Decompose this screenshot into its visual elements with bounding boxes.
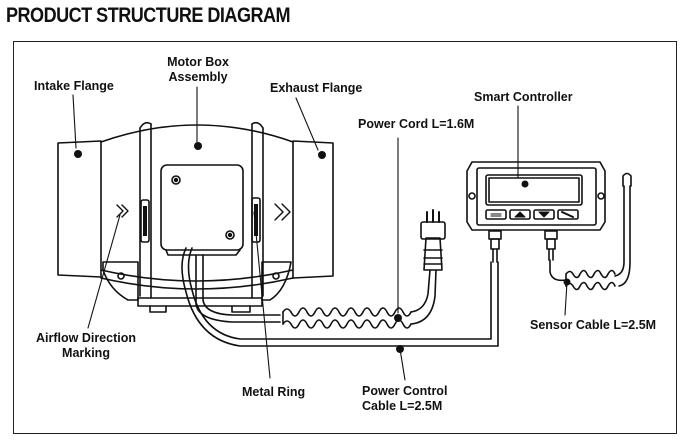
airflow-direction-label-line2: Marking	[62, 346, 110, 360]
intake-flange-shape	[57, 140, 102, 278]
airflow-direction-label-line1: Airflow Direction	[35, 331, 136, 345]
sensor-cable-label: Sensor Cable L=2.5M	[530, 318, 657, 332]
smart-controller-unit	[466, 161, 606, 263]
power-cord-label: Power Cord L=1.6M	[358, 117, 475, 131]
motor-box	[160, 164, 244, 256]
airflow-arrow-left	[116, 204, 129, 218]
power-plug	[420, 209, 446, 271]
metal-ring-label: Metal Ring	[242, 385, 306, 399]
power-control-cable-label-line1: Power Control	[362, 384, 448, 398]
airflow-direction-label: Airflow Direction Marking	[22, 331, 150, 361]
controller-display	[485, 174, 583, 206]
motor-box-label: Motor Box Assembly	[158, 55, 238, 85]
power-cord	[195, 254, 437, 329]
diagram-title: PRODUCT STRUCTURE DIAGRAM	[6, 4, 291, 27]
diagram-frame	[13, 41, 677, 434]
smart-controller-label: Smart Controller	[474, 90, 573, 104]
power-control-cable-label-line2: Cable L=2.5M	[362, 399, 443, 413]
motor-box-label-line1: Motor Box	[167, 55, 229, 69]
power-control-cable-label: Power Control Cable L=2.5M	[362, 384, 447, 414]
intake-flange-label: Intake Flange	[34, 79, 114, 93]
left-metal-ring	[139, 121, 152, 299]
motor-box-label-line2: Assembly	[168, 70, 228, 84]
exhaust-flange-shape	[292, 140, 334, 279]
power-cord-coil	[282, 307, 412, 317]
sensor-cable	[549, 172, 632, 291]
controller-buttons	[485, 209, 579, 220]
sensor-cable-coil	[565, 269, 616, 291]
airflow-arrow-right	[274, 203, 291, 221]
power-control-cable	[181, 247, 499, 353]
leader-lines	[72, 86, 568, 381]
exhaust-flange-label: Exhaust Flange	[270, 81, 363, 95]
